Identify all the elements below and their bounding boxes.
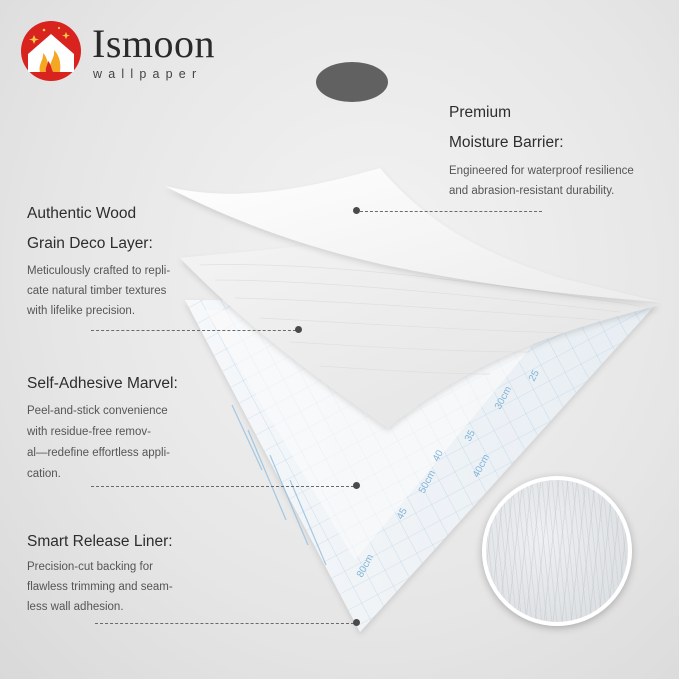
wood-layer-desc-3: with lifelike precision. xyxy=(27,305,136,317)
wood-layer-leader-line xyxy=(91,330,296,331)
wood-layer-title-1: Authentic Wood xyxy=(27,205,137,222)
moisture-barrier-pointer-dot xyxy=(353,207,360,214)
release-liner-title: Smart Release Liner: xyxy=(27,533,173,550)
adhesive-desc-4: cation. xyxy=(27,468,61,480)
brand-tagline: wallpaper xyxy=(93,67,203,81)
moisture-barrier-title-1: Premium xyxy=(449,104,512,121)
adhesive-desc-3: al—redefine effortless appli- xyxy=(27,447,170,459)
moisture-barrier-title-2: Moisture Barrier: xyxy=(449,134,564,151)
brand-name: Ismoon xyxy=(92,21,215,66)
moisture-barrier-leader-line xyxy=(360,211,542,212)
wood-layer-desc-1: Meticulously crafted to repli- xyxy=(27,265,171,277)
liner-mark: 35 xyxy=(463,428,478,443)
moisture-barrier-desc-1: Engineered for waterproof resilience xyxy=(449,165,634,177)
liner-mark: 40 xyxy=(431,448,446,463)
release-liner-desc-2: flawless trimming and seam- xyxy=(27,581,173,593)
wood-layer-pointer-dot xyxy=(295,326,302,333)
adhesive-pointer-dot xyxy=(353,482,360,489)
moisture-barrier-sheet xyxy=(165,168,662,302)
wood-layer-desc-2: cate natural timber textures xyxy=(27,285,167,297)
liner-mark: 25 xyxy=(527,368,542,383)
adhesive-desc-2: with residue-free remov- xyxy=(27,426,151,438)
wood-layer-title-2: Grain Deco Layer: xyxy=(27,235,153,252)
release-liner-desc-3: less wall adhesion. xyxy=(27,601,124,613)
adhesive-layer-sheet xyxy=(205,310,560,560)
brand-logo-icon xyxy=(21,21,81,81)
adhesive-leader-line xyxy=(91,486,354,487)
decorative-blob xyxy=(316,62,388,102)
moisture-barrier-desc-2: and abrasion-resistant durability. xyxy=(449,185,615,197)
adhesive-title: Self-Adhesive Marvel: xyxy=(27,375,178,392)
wood-texture-swatch xyxy=(482,476,632,626)
release-liner-leader-line xyxy=(95,623,354,624)
release-liner-pointer-dot xyxy=(353,619,360,626)
liner-mark: 45 xyxy=(395,506,410,521)
release-liner-desc-1: Precision-cut backing for xyxy=(27,561,153,573)
adhesive-desc-1: Peel-and-stick convenience xyxy=(27,405,168,417)
